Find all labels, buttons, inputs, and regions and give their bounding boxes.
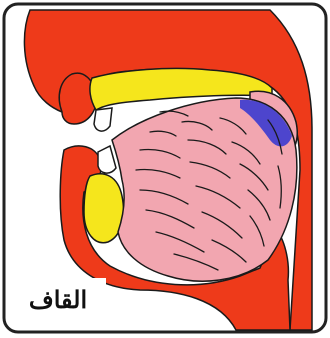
upper-incisor [94, 108, 112, 131]
letter-label-box: القاف [10, 278, 106, 320]
letter-label: القاف [29, 285, 87, 314]
